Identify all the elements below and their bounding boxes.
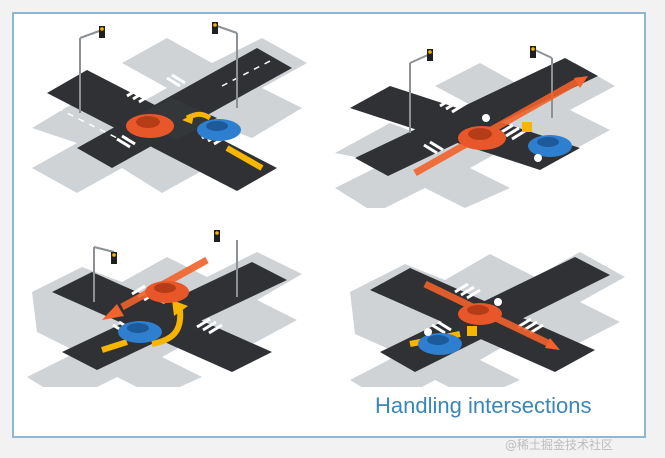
blue-car-icon	[197, 119, 241, 141]
intersection-scene-3	[27, 230, 302, 387]
caption-title: Handling intersections	[375, 393, 592, 418]
watermark-text: @稀土掘金技术社区	[505, 438, 614, 452]
orange-car-icon	[458, 114, 506, 150]
orange-car-icon	[458, 298, 502, 325]
intersection-scene-1	[32, 22, 307, 193]
intersection-scene-4	[350, 252, 625, 387]
blue-car-icon	[418, 328, 462, 355]
blue-car-icon	[528, 135, 572, 162]
orange-car-icon	[126, 114, 174, 138]
blue-car-icon	[118, 321, 162, 343]
intersection-scene-2	[335, 46, 615, 208]
orange-car-icon	[145, 281, 189, 303]
